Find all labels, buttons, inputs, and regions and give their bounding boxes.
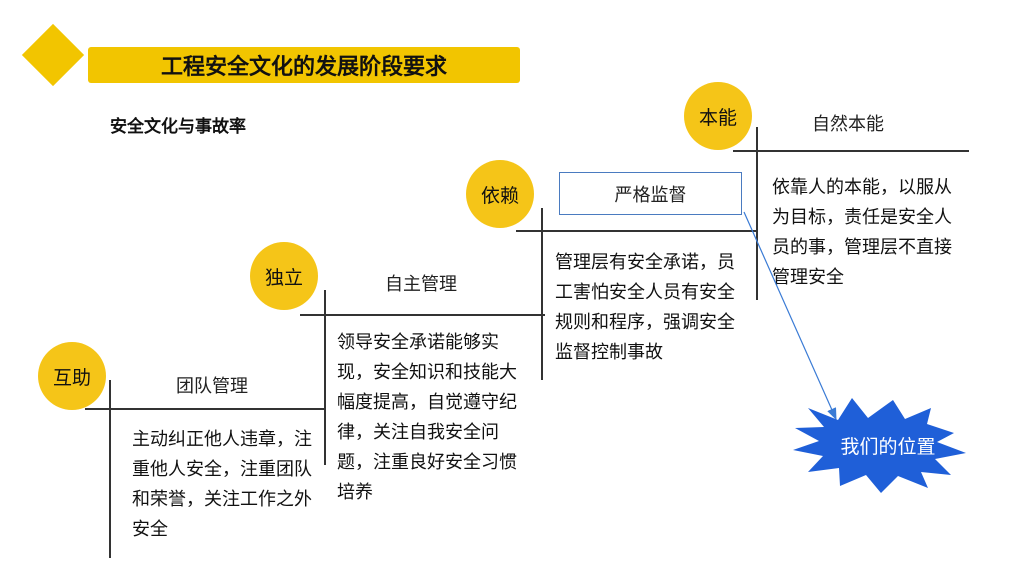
burst-shape: [793, 398, 966, 493]
stage-4-horizontal-line: [733, 150, 969, 152]
stage-3-vertical-line: [541, 208, 543, 380]
stage-desc-team-management: 主动纠正他人违章，注重他人安全，注重团队和荣誉，关注工作之外安全: [132, 429, 312, 540]
stage-desc-natural-instinct: 依靠人的本能，以服从为目标，责任是安全人员的事，管理层不直接管理安全: [772, 177, 952, 288]
stage-label-strict-supervision: 严格监督: [559, 172, 742, 215]
stage-circle-independent: 独立: [250, 242, 318, 310]
stage-label-team-management: 团队管理: [176, 376, 248, 397]
stage-1-horizontal-line: [85, 408, 325, 410]
our-position-callout: 我们的位置: [840, 436, 936, 458]
stage-3-horizontal-line: [516, 230, 756, 232]
page-subtitle: 安全文化与事故率: [110, 117, 246, 137]
page-title: 工程安全文化的发展阶段要求: [88, 47, 520, 83]
stage-circle-dependent: 依赖: [466, 160, 534, 228]
stage-desc-strict-supervision: 管理层有安全承诺，员工害怕安全人员有安全规则和程序，强调安全监督控制事故: [555, 252, 735, 363]
pointer-arrow: [743, 211, 837, 421]
stage-1-vertical-line: [109, 380, 111, 558]
stage-2-horizontal-line: [300, 314, 545, 316]
stage-2-vertical-line: [324, 290, 326, 465]
stage-desc-self-management: 领导安全承诺能够实现，安全知识和技能大幅度提高，自觉遵守纪律，关注自我安全问题，…: [337, 332, 517, 503]
stage-circle-instinct: 本能: [684, 82, 752, 150]
stage-label-self-management: 自主管理: [385, 274, 457, 295]
stage-4-vertical-line: [756, 127, 758, 300]
stage-circle-mutual-aid: 互助: [38, 342, 106, 410]
stage-label-natural-instinct: 自然本能: [812, 114, 884, 135]
